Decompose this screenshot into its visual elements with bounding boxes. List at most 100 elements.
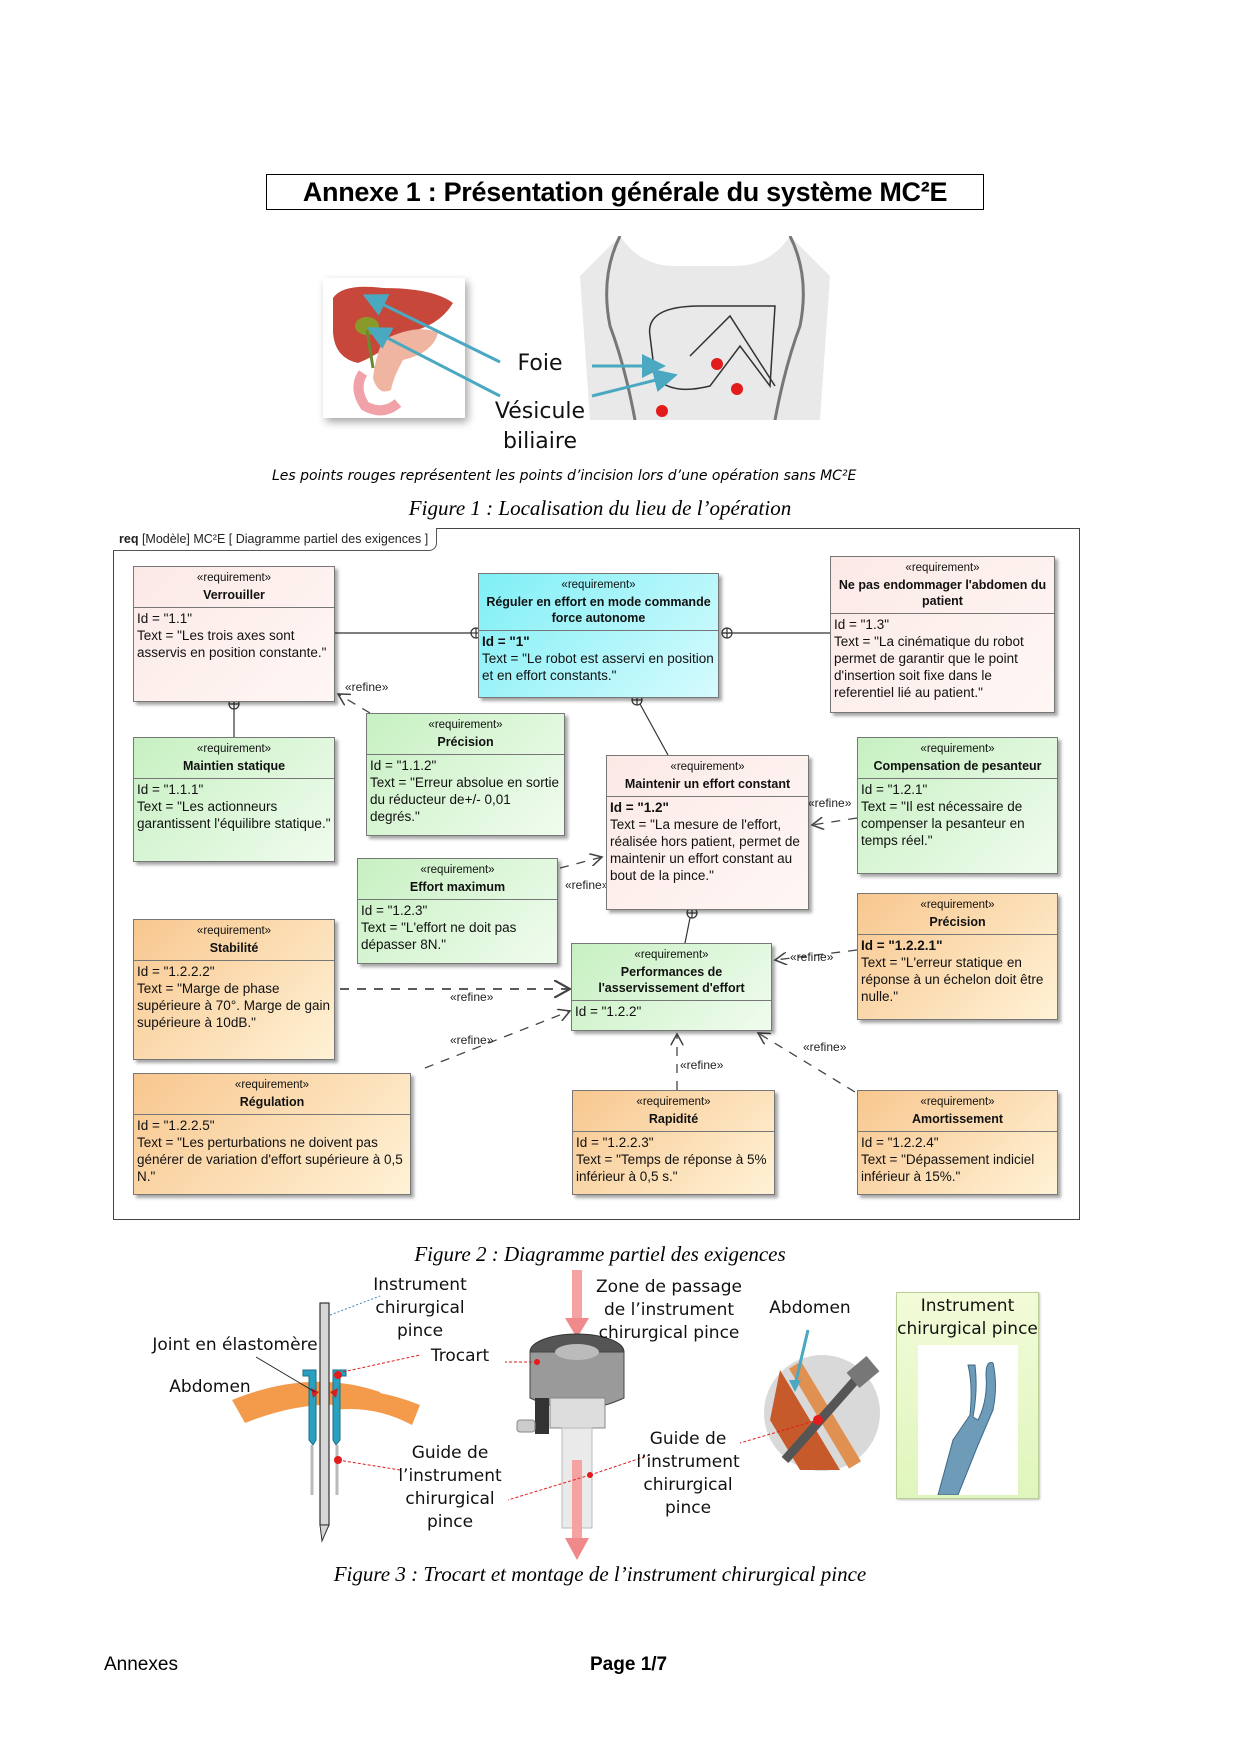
- label-biliaire: biliaire: [503, 429, 577, 454]
- label-abdomen-right: Abdomen: [769, 1298, 851, 1318]
- requirement-name: Rapidité: [648, 1112, 699, 1126]
- label-guide-left: Guide de l’instrument chirurgical pince: [390, 1442, 510, 1534]
- label-trocart: Trocart: [430, 1346, 490, 1366]
- refine-1.2.3-to-1.2: [559, 857, 602, 869]
- label-line: chirurgical: [375, 1298, 465, 1318]
- label-line: pince: [664, 1498, 712, 1518]
- requirement-ne-pas-endommager[interactable]: «requirement»Ne pas endommager l'abdomen…: [830, 556, 1055, 713]
- requirement-reguler-effort[interactable]: «requirement» Réguler en effort en mode c…: [478, 573, 719, 698]
- stereotype: «requirement»: [920, 899, 995, 911]
- requirement-name: Maintien statique: [182, 759, 286, 773]
- requirement-id: Id = "1.1": [137, 611, 192, 626]
- requirement-precision-1-1-2[interactable]: «requirement»Précision Id = "1.1.2"Text …: [366, 713, 565, 836]
- requirement-id: Id = "1.1.2": [370, 758, 437, 773]
- stereotype: «requirement»: [196, 572, 272, 584]
- requirement-id: Id = "1.2.2.5": [137, 1118, 215, 1133]
- trocart-left: [302, 1369, 317, 1446]
- stereotype: «requirement»: [196, 925, 272, 937]
- requirement-text: Text = "Marge de phase supérieure à 70°.…: [137, 981, 331, 1030]
- requirement-precision-1-2-2-1[interactable]: «requirement»Précision Id = "1.2.2.1"Tex…: [857, 893, 1058, 1020]
- refine-1.2.2.4-to-1.2.2: [758, 1033, 856, 1093]
- requirement-rapidite[interactable]: «requirement»Rapidité Id = "1.2.2.3"Text…: [572, 1090, 775, 1195]
- requirement-text: Text = "L'effort ne doit pas dépasser 8N…: [361, 920, 517, 952]
- label-line: Instrument: [373, 1275, 467, 1295]
- figure3-caption: Figure 3 : Trocart et montage de l’instr…: [333, 1562, 867, 1586]
- diagram-title: [Modèle] MC²E [ Diagramme partiel des ex…: [141, 532, 429, 546]
- requirement-name: Compensation de pesanteur: [873, 759, 1042, 773]
- diagram-frame-label: req [Modèle] MC²E [ Diagramme partiel de…: [113, 528, 438, 551]
- footer-left: Annexes: [104, 1654, 178, 1675]
- requirement-text: Text = "Temps de réponse à 5% inférieur …: [576, 1152, 767, 1184]
- requirement-id: Id = "1.2.2.2": [137, 964, 215, 979]
- requirement-regulation[interactable]: «requirement»Régulation Id = "1.2.2.5"Te…: [133, 1073, 411, 1195]
- containment-1.2-1.2.2: [684, 917, 691, 944]
- label-line: chirurgical: [405, 1489, 495, 1509]
- pince-card-title: Instrument chirurgical pince: [897, 1293, 1038, 1341]
- requirement-id: Id = "1.2.2.3": [576, 1135, 654, 1150]
- requirement-text: Text = "La cinématique du robot permet d…: [834, 634, 1024, 700]
- stereotype: «requirement»: [420, 864, 495, 876]
- diagram-kind: req: [119, 532, 139, 546]
- arrow-vesicule-left: [366, 327, 501, 398]
- requirement-effort-maximum[interactable]: «requirement»Effort maximum Id = "1.2.3"…: [357, 858, 558, 964]
- label-line: Zone de passage: [596, 1277, 742, 1297]
- refine-1.2.1-to-1.2: [812, 818, 858, 825]
- stereotype: «requirement»: [196, 743, 272, 755]
- incision-point: [656, 405, 668, 417]
- trocart-arrow-in: [572, 1270, 582, 1320]
- requirement-id: Id = "1.2.2.4": [861, 1135, 939, 1150]
- requirement-name: Effort maximum: [409, 880, 506, 894]
- requirement-name: Ne pas endommager l'abdomen du patient: [838, 578, 1047, 608]
- label-joint: Joint en élastomère: [152, 1335, 318, 1355]
- requirement-stabilite[interactable]: «requirement»Stabilité Id = "1.2.2.2"Tex…: [133, 919, 335, 1060]
- label-line: pince: [396, 1321, 444, 1341]
- requirement-text: Text = "La mesure de l'effort, réalisée …: [610, 817, 800, 883]
- label-line: chirurgical: [643, 1475, 733, 1495]
- refine-label: «refine»: [680, 1058, 724, 1072]
- refine-1.1.2-to-1.1: [338, 694, 371, 714]
- abdomen-shape: [330, 1390, 420, 1425]
- label-vesicule: Vésicule: [494, 399, 586, 424]
- requirement-verrouiller[interactable]: «requirement» Verrouiller Id = "1.1" Text …: [133, 566, 335, 702]
- pince-icon: [918, 1345, 1018, 1495]
- requirement-name: Précision: [437, 735, 494, 749]
- requirement-maintenir-effort-constant[interactable]: «requirement»Maintenir un effort constan…: [606, 755, 809, 910]
- stereotype: «requirement»: [561, 579, 636, 591]
- requirement-text: Text = "L'erreur statique en réponse à u…: [861, 955, 1044, 1004]
- refine-label: «refine»: [345, 680, 389, 694]
- stereotype: «requirement»: [428, 719, 503, 731]
- requirement-amortissement[interactable]: «requirement»Amortissement Id = "1.2.2.4…: [857, 1090, 1058, 1195]
- requirement-text: Text = "Le robot est asservi en position…: [482, 651, 714, 683]
- requirement-text: Text = "Les actionneurs garantissent l'é…: [137, 799, 331, 831]
- requirement-id: Id = "1.2.1": [861, 782, 928, 797]
- requirement-maintien-statique[interactable]: «requirement» Maintien statique Id = "1.1…: [133, 737, 335, 862]
- requirement-compensation-pesanteur[interactable]: «requirement» Compensation de pesanteur I…: [857, 737, 1058, 874]
- requirement-name: Performances de l'asservissement d'effor…: [598, 965, 745, 995]
- refine-label: «refine»: [565, 878, 609, 892]
- pince-card: Instrument chirurgical pince: [896, 1292, 1039, 1499]
- label-line: l’instrument: [398, 1466, 502, 1486]
- label-instrument: Instrument chirurgical pince: [360, 1274, 480, 1343]
- arrow-vesicule-right: [591, 368, 678, 398]
- stereotype: «requirement»: [234, 1079, 310, 1091]
- containment-1-1.2: [639, 703, 669, 756]
- label-line: chirurgical pince: [897, 1319, 1038, 1339]
- refine-label: «refine»: [808, 796, 852, 810]
- stereotype: «requirement»: [920, 743, 995, 755]
- requirement-performances-asservissement[interactable]: «requirement»Performances de l'asserviss…: [571, 943, 772, 1031]
- requirement-id: Id = "1": [482, 634, 530, 649]
- requirement-name: Réguler en effort en mode commande force…: [486, 595, 711, 625]
- label-line: Guide de: [649, 1429, 727, 1449]
- refine-label: «refine»: [450, 1033, 494, 1047]
- label-guide-right: Guide de l’instrument chirurgical pince: [628, 1428, 748, 1520]
- label-line: Guide de: [411, 1443, 489, 1463]
- figure2-caption: Figure 2 : Diagramme partiel des exigenc…: [414, 1242, 786, 1266]
- incision-point: [731, 383, 743, 395]
- trocart-arrow-out: [572, 1460, 582, 1540]
- requirement-text: Text = "Les trois axes sont asservis en …: [137, 628, 327, 660]
- page-number: Page 1/7: [590, 1654, 668, 1675]
- requirement-id: Id = "1.1.1": [137, 782, 204, 797]
- requirement-id: Id = "1.3": [834, 617, 889, 632]
- requirement-name: Amortissement: [912, 1112, 1003, 1126]
- requirement-name: Verrouiller: [203, 588, 265, 602]
